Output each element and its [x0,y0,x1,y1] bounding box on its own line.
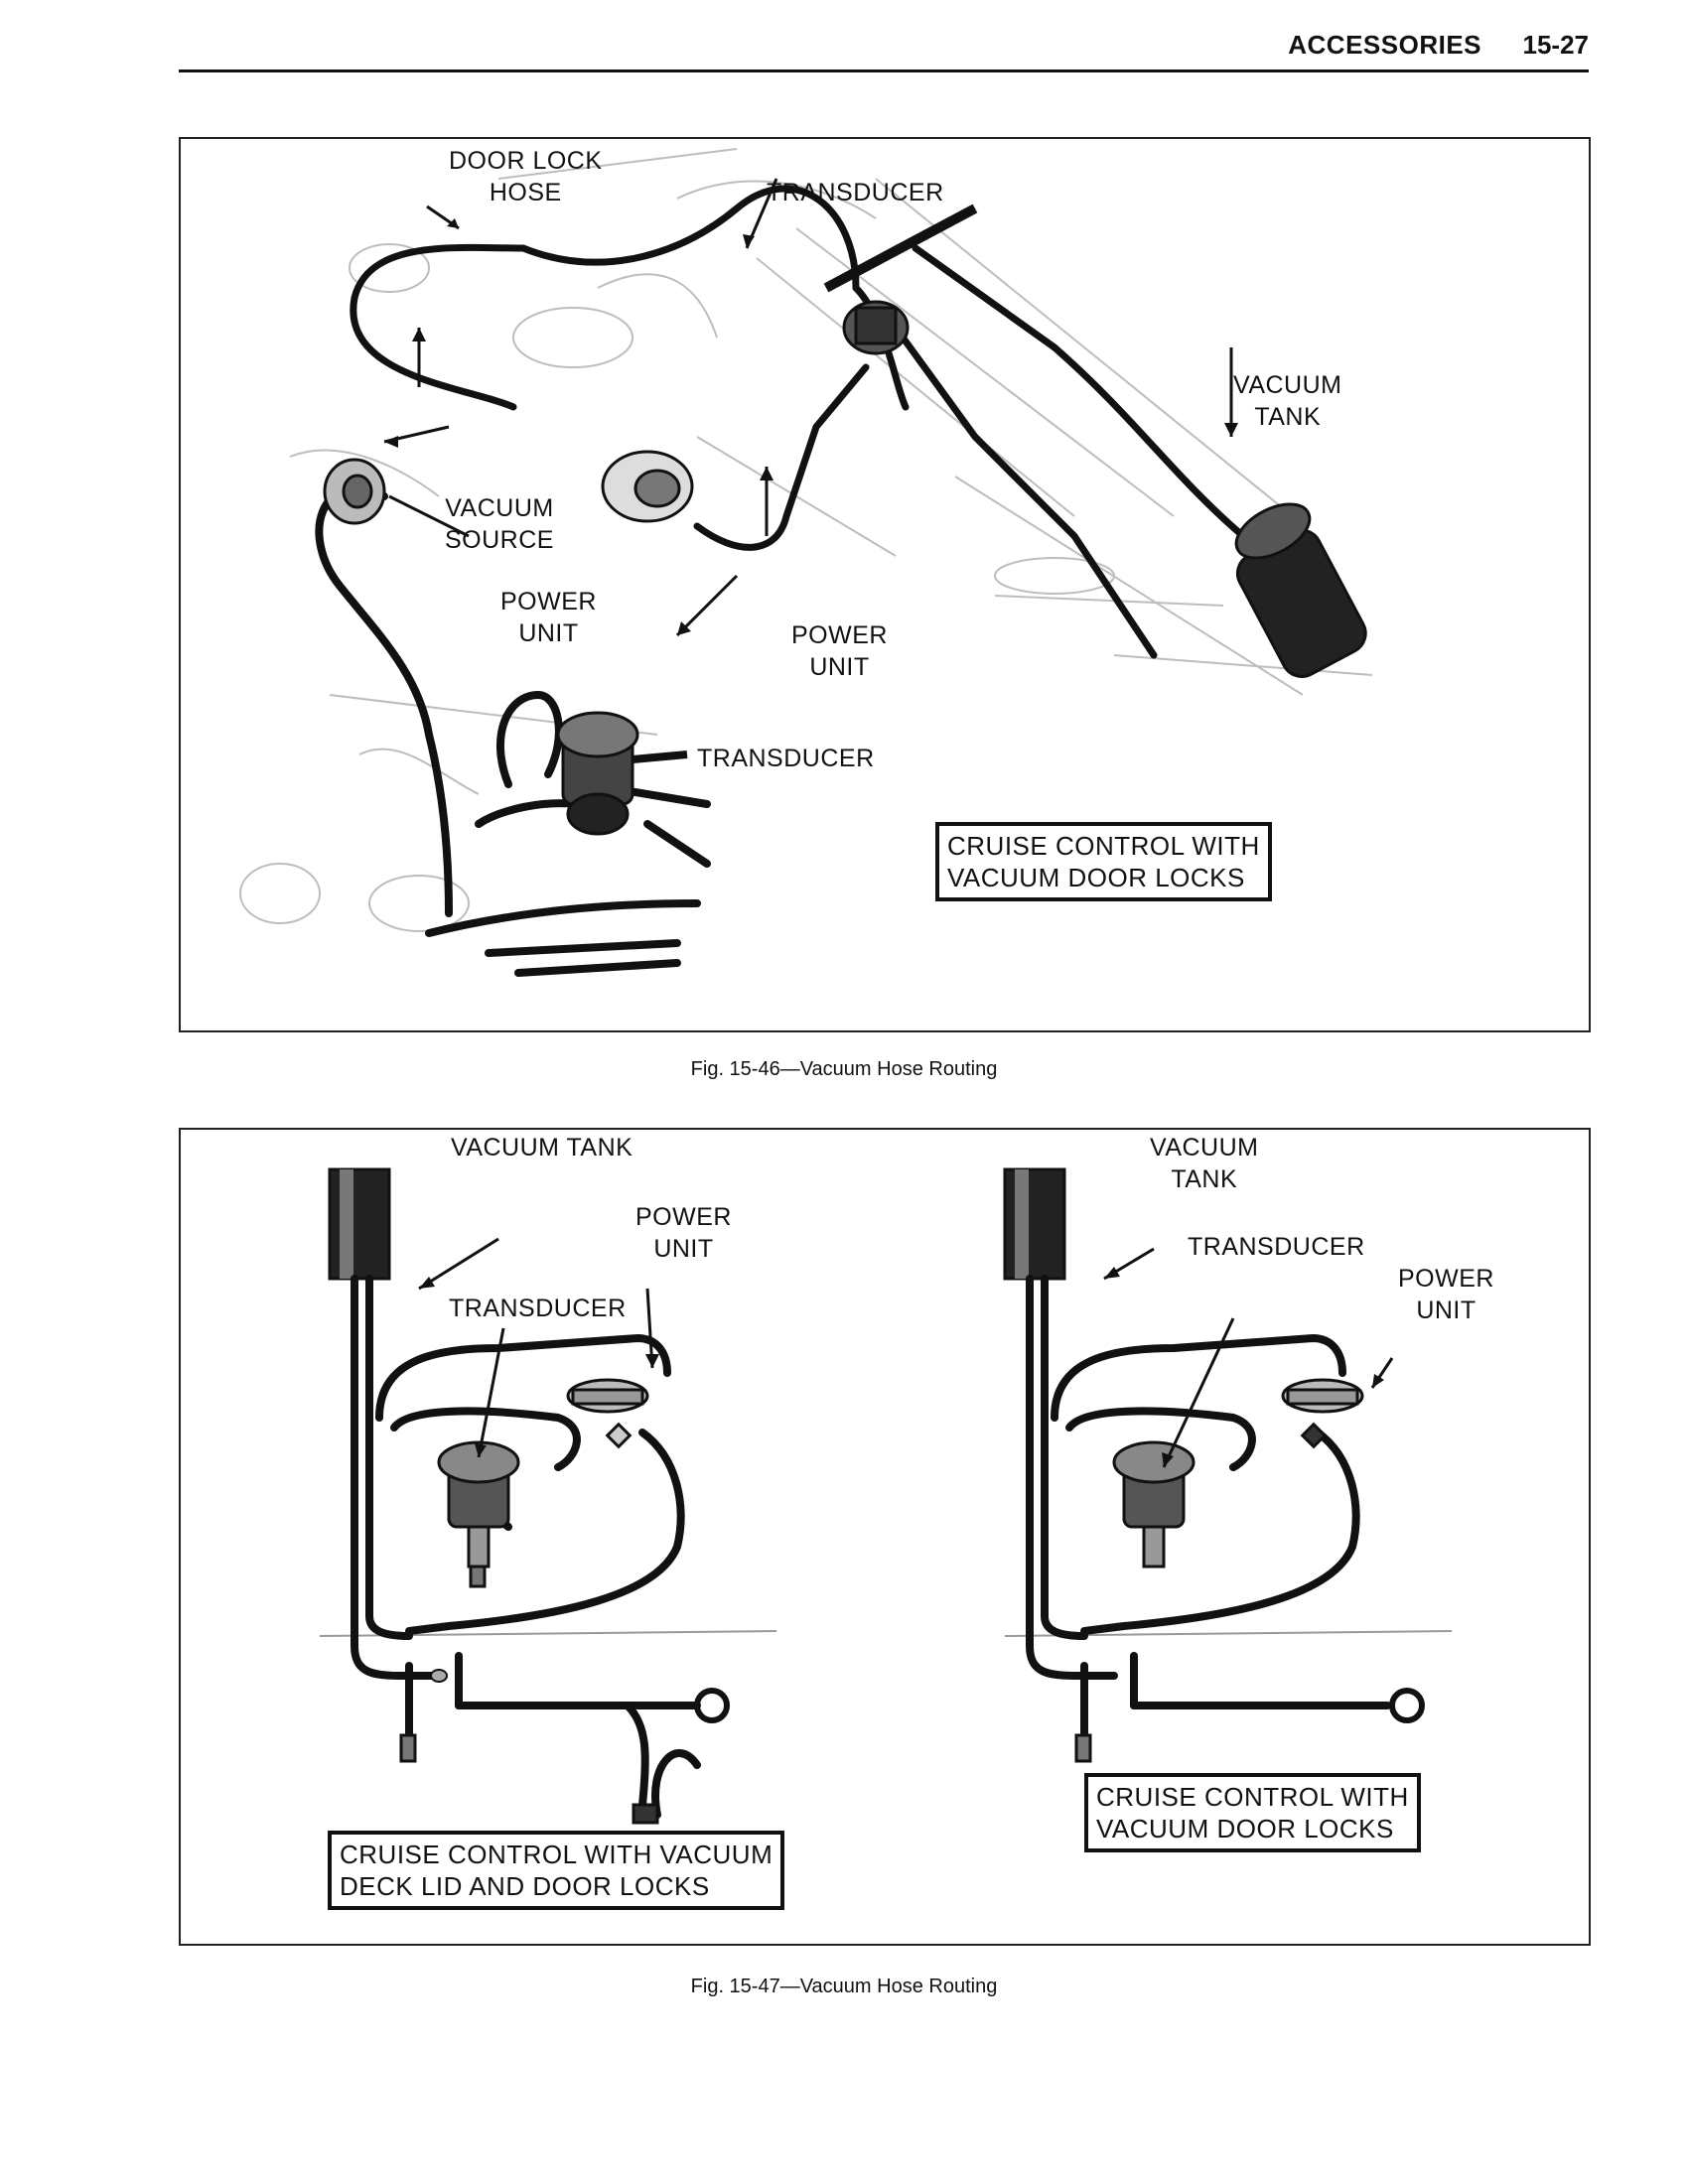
label-vacuum-source: VACUUM SOURCE [445,494,554,554]
fig47-illustration [319,1167,1453,1825]
page-number: 15-27 [1522,30,1590,60]
fig46-caption: Fig. 15-46—Vacuum Hose Routing [690,1058,998,1080]
fig47-left-box-line-1: CRUISE CONTROL WITH VACUUM [340,1840,774,1869]
page-header: ACCESSORIES 15-27 [179,30,1589,72]
fig47-right-box-line-2: VACUUM DOOR LOCKS [1096,1814,1394,1843]
label-transducer-top: TRANSDUCER [767,179,944,206]
label-door-lock-hose: DOOR LOCK HOSE [449,147,603,206]
section-title: ACCESSORIES [1288,30,1481,60]
label-power-unit-center: POWER UNIT [791,621,888,681]
fig47-left-diagram [328,1167,730,1825]
figure-15-47: VACUUM TANK POWER UNIT TRANSDUCER CRUISE… [179,1128,1591,1946]
fig46-title-box: CRUISE CONTROL WITH VACUUM DOOR LOCKS [935,822,1272,901]
label-right-vacuum-tank: VACUUM TANK [1150,1134,1259,1193]
fig46-box-line-1: CRUISE CONTROL WITH [947,831,1260,861]
fig46-box-line-2: VACUUM DOOR LOCKS [947,863,1245,892]
label-power-unit-left: POWER UNIT [500,588,597,647]
fig47-right-box-line-1: CRUISE CONTROL WITH [1096,1782,1409,1812]
label-right-power-unit: POWER UNIT [1398,1265,1494,1324]
label-transducer-bottom: TRANSDUCER [697,745,875,772]
label-vacuum-tank: VACUUM TANK [1233,371,1342,431]
label-left-power-unit: POWER UNIT [635,1203,732,1263]
label-left-vacuum-tank: VACUUM TANK [451,1134,633,1161]
label-right-transducer: TRANSDUCER [1188,1233,1365,1261]
fig47-right-title-box: CRUISE CONTROL WITH VACUUM DOOR LOCKS [1084,1773,1421,1852]
fig47-left-box-line-2: DECK LID AND DOOR LOCKS [340,1871,710,1901]
fig47-right-diagram [1003,1167,1425,1763]
fig46-illustration [239,148,1373,977]
figure-15-46: DOOR LOCK HOSE TRANSDUCER VACUUM TANK VA… [179,137,1591,1032]
fig47-left-title-box: CRUISE CONTROL WITH VACUUM DECK LID AND … [328,1831,785,1910]
label-left-transducer: TRANSDUCER [449,1295,627,1322]
fig47-caption: Fig. 15-47—Vacuum Hose Routing [690,1976,998,1997]
